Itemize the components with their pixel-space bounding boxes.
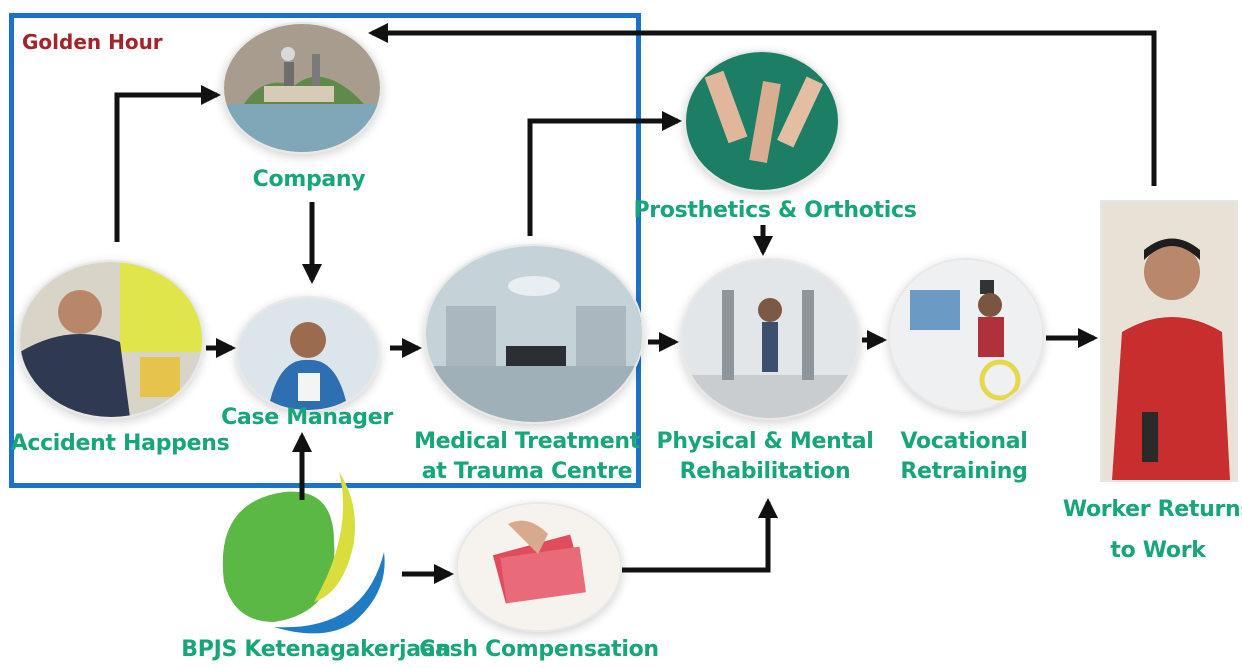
label-company: Company — [252, 167, 366, 192]
label-vocational-1: Vocational — [900, 429, 1028, 454]
label-vocational-2: Retraining — [900, 459, 1028, 484]
label-cash: Cash Compensation — [419, 637, 659, 662]
label-worker-2: to Work — [1110, 538, 1206, 563]
cash-compensation-image — [456, 502, 622, 632]
case-manager-image — [236, 296, 380, 412]
rehabilitation-image — [680, 258, 860, 420]
arrow-cash-to-rehab — [622, 498, 778, 573]
medical-treatment-image — [424, 244, 644, 424]
label-worker-1: Worker Returns — [1062, 497, 1242, 522]
arrow-worker-to-company — [368, 23, 1157, 186]
accident-image — [18, 260, 204, 419]
prosthetics-image — [684, 50, 840, 192]
label-rehab-2: Rehabilitation — [679, 459, 851, 484]
company-image — [222, 22, 382, 154]
label-bpjs: BPJS Ketenagakerjaan — [181, 637, 451, 662]
label-rehab-1: Physical & Mental — [656, 429, 874, 454]
label-medical-1: Medical Treatment — [414, 429, 640, 454]
label-prosthetics: Prosthetics & Orthotics — [633, 198, 917, 223]
golden-hour-label: Golden Hour — [22, 30, 163, 54]
bpjs-logo — [214, 472, 398, 636]
label-medical-2: at Trauma Centre — [421, 459, 633, 484]
label-accident: Accident Happens — [10, 431, 230, 456]
golden-hour-box — [9, 13, 641, 488]
arrow-accident-to-company — [114, 85, 221, 242]
vocational-image — [888, 258, 1044, 412]
label-case-manager: Case Manager — [221, 405, 393, 430]
worker-returns-image — [1100, 200, 1238, 482]
arrow-medical-to-prosthetics — [527, 111, 682, 236]
